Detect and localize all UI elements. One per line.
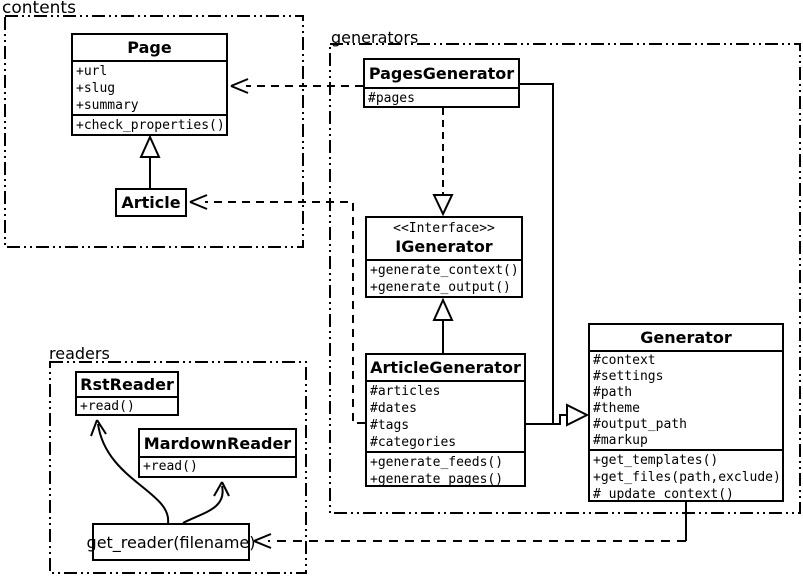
class-articlegenerator-methods: +generate_feeds() +generate_pages() [367, 451, 524, 491]
class-mardownreader: MardownReader +read() [138, 428, 297, 478]
interface-igenerator-title: <<Interface>> IGenerator [367, 218, 521, 257]
generators-package-border [329, 43, 801, 514]
attribute: +slug [76, 81, 116, 96]
attribute: #markup [593, 433, 648, 448]
attribute: #output_path [593, 417, 687, 432]
class-page-attributes: +url +slug +summary [73, 60, 226, 114]
method: +generate_pages() [370, 472, 504, 487]
method: +generate_feeds() [370, 455, 504, 470]
method: #_update_context() [593, 487, 734, 502]
contents-package-border [4, 15, 304, 248]
dependency-articlegenerator-to-article-arrow [189, 194, 365, 424]
attribute: +summary [76, 98, 139, 113]
class-generator-methods: +get_templates() +get_files(path,exclude… [590, 449, 782, 506]
class-article: Article [115, 188, 187, 217]
class-page-title: Page [127, 38, 172, 57]
class-rstreader-title: RstReader [80, 375, 174, 394]
attribute: #settings [593, 369, 664, 384]
class-page-methods: +check_properties() [73, 114, 226, 139]
class-mardownreader-methods: +read() [140, 456, 295, 476]
class-articlegenerator-attributes: #articles #dates #tags #categories [367, 380, 524, 451]
readers-package-border [49, 361, 307, 574]
readers-package-label: readers [49, 344, 110, 363]
class-article-title: Article [121, 193, 181, 212]
class-pagesgenerator-title: PagesGenerator [368, 64, 515, 83]
attribute: #dates [370, 401, 417, 416]
class-articlegenerator: ArticleGenerator #articles #dates #tags … [365, 353, 526, 487]
class-generator-title: Generator [640, 328, 732, 347]
dependency-pagesgenerator-to-page-arrow [230, 78, 363, 94]
class-generator: Generator #context #settings #path #them… [588, 323, 784, 502]
method: +check_properties() [76, 118, 225, 133]
realization-pagesgenerator-to-igenerator-arrow [432, 108, 454, 217]
interface-stereotype: <<Interface>> [393, 221, 495, 236]
method: +generate_context() [370, 263, 519, 278]
method: +get_templates() [593, 453, 719, 468]
interface-igenerator-methods: +generate_context() +generate_output() [367, 259, 521, 296]
class-pagesgenerator: PagesGenerator #pages [363, 58, 520, 108]
dependency-generator-to-getreader-arrow [253, 502, 687, 549]
method: +get_files(path,exclude) [593, 470, 781, 485]
generators-package-label: generators [331, 28, 419, 47]
interface-igenerator-name: IGenerator [395, 237, 493, 256]
attribute: #categories [370, 435, 457, 450]
attribute: #tags [370, 418, 410, 433]
generalization-generators-to-generator-arrow [520, 83, 590, 427]
method: +read() [143, 459, 198, 474]
function-get-reader: get_reader(filename) [87, 523, 255, 561]
arrow-getreader-to-rstreader [90, 419, 170, 524]
method: +generate_output() [370, 280, 511, 295]
attribute: +url [76, 64, 108, 79]
class-articlegenerator-title: ArticleGenerator [370, 358, 521, 377]
method: +read() [80, 399, 135, 414]
contents-package-label: contents [2, 0, 76, 18]
class-mardownreader-title: MardownReader [143, 433, 292, 453]
attribute: #context [593, 353, 656, 368]
generalization-articlegenerator-to-igenerator-arrow [432, 297, 454, 353]
class-rstreader: RstReader +read() [75, 371, 179, 416]
class-generator-attributes: #context #settings #path #theme #output_… [590, 350, 782, 449]
class-rstreader-methods: +read() [77, 396, 177, 414]
attribute: #path [593, 385, 633, 400]
attribute: #theme [593, 401, 640, 416]
interface-igenerator: <<Interface>> IGenerator +generate_conte… [365, 216, 523, 298]
generalization-article-to-page-arrow [139, 134, 161, 188]
arrow-getreader-to-mardownreader [182, 481, 230, 524]
attribute: #pages [368, 91, 415, 106]
attribute: #articles [370, 384, 441, 399]
class-page: Page +url +slug +summary +check_properti… [71, 33, 228, 136]
class-pagesgenerator-attributes: #pages [365, 87, 518, 107]
